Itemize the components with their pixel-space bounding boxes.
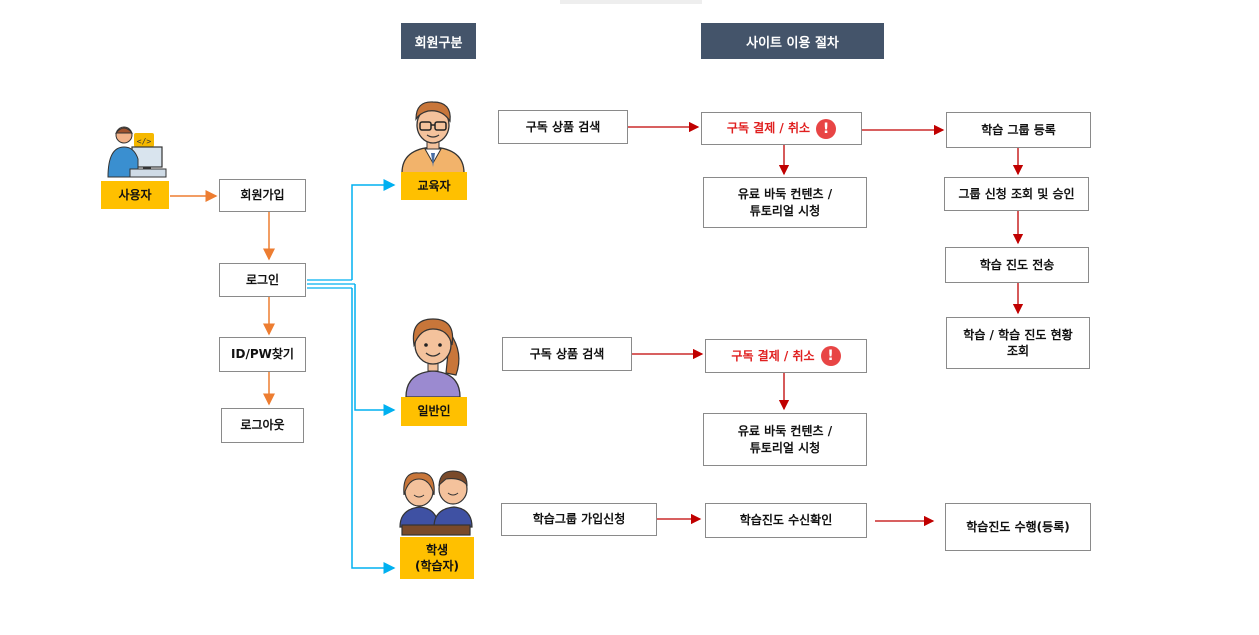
signup-box[interactable]: 회원가입 bbox=[219, 179, 306, 212]
progress-status-box[interactable]: 학습 / 학습 진도 현황 조회 bbox=[946, 317, 1090, 369]
general-search-box[interactable]: 구독 상품 검색 bbox=[502, 337, 632, 371]
group-approve-box[interactable]: 그룹 신청 조회 및 승인 bbox=[944, 177, 1089, 211]
educator-label: 교육자 bbox=[401, 172, 467, 200]
educator-view-box[interactable]: 유료 바둑 컨텐츠 / 튜토리얼 시청 bbox=[703, 177, 867, 228]
logout-box[interactable]: 로그아웃 bbox=[221, 408, 304, 443]
educator-avatar-icon bbox=[401, 101, 465, 173]
arrow-login-educator bbox=[351, 179, 396, 280]
do-progress-box[interactable]: 학습진도 수행(등록) bbox=[945, 503, 1091, 551]
receive-progress-box[interactable]: 학습진도 수신확인 bbox=[705, 503, 867, 538]
educator-payment-box[interactable]: 구독 결제 / 취소 ! bbox=[701, 112, 862, 145]
register-group-box[interactable]: 학습 그룹 등록 bbox=[946, 112, 1091, 148]
login-box[interactable]: 로그인 bbox=[219, 263, 306, 297]
send-progress-box[interactable]: 학습 진도 전송 bbox=[945, 247, 1089, 283]
warning-icon: ! bbox=[816, 118, 837, 139]
student-avatar-icon bbox=[399, 470, 473, 536]
general-payment-box[interactable]: 구독 결제 / 취소 ! bbox=[705, 339, 867, 373]
arrow-login-general bbox=[354, 284, 396, 416]
arrow-login-student bbox=[351, 288, 396, 574]
general-avatar-icon bbox=[405, 318, 461, 397]
general-payment-label: 구독 결제 / 취소 bbox=[731, 348, 815, 363]
general-label: 일반인 bbox=[401, 397, 467, 426]
educator-search-box[interactable]: 구독 상품 검색 bbox=[498, 110, 628, 144]
student-label: 학생 (학습자) bbox=[400, 537, 474, 579]
user-label: 사용자 bbox=[101, 181, 169, 209]
header-site-procedure: 사이트 이용 절차 bbox=[701, 23, 884, 59]
educator-payment-label: 구독 결제 / 취소 bbox=[726, 121, 811, 136]
header-member-type: 회원구분 bbox=[401, 23, 476, 59]
top-decoration bbox=[560, 0, 702, 4]
user-computer-icon: </> bbox=[107, 126, 167, 178]
svg-text:</>: </> bbox=[137, 137, 152, 146]
find-id-pw-box[interactable]: ID/PW찾기 bbox=[219, 337, 306, 372]
general-view-box[interactable]: 유료 바둑 컨텐츠 / 튜토리얼 시청 bbox=[703, 413, 867, 466]
warning-icon: ! bbox=[820, 346, 841, 366]
join-group-box[interactable]: 학습그룹 가입신청 bbox=[501, 503, 657, 536]
